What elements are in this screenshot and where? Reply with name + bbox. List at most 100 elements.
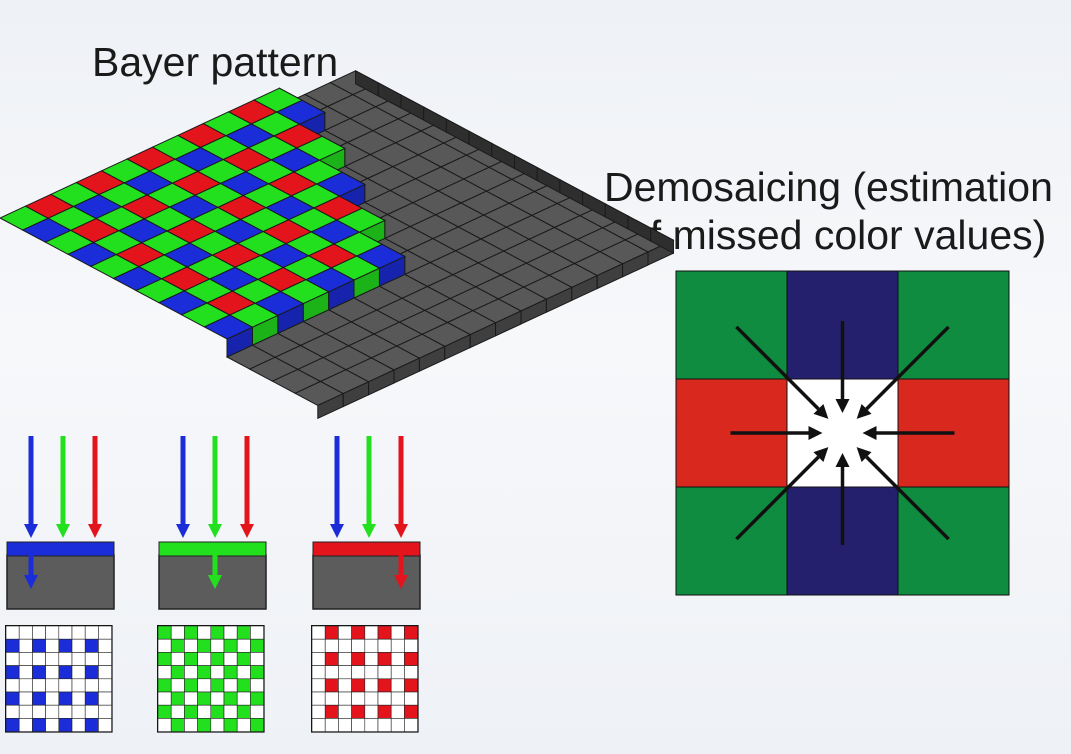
pattern-cell xyxy=(364,625,379,640)
pattern-cell xyxy=(338,718,352,732)
pattern-cell xyxy=(71,678,86,693)
pattern-cell xyxy=(157,678,172,693)
pattern-cell xyxy=(250,704,264,719)
pattern-cell xyxy=(404,625,418,640)
bayer-pattern-title: Bayer pattern xyxy=(92,39,339,85)
pattern-cell xyxy=(223,704,238,719)
photosite-block xyxy=(6,554,115,610)
blue-light-arrow xyxy=(330,436,344,538)
pattern-cell xyxy=(84,652,99,666)
pattern-cell xyxy=(377,652,392,666)
pattern-cell xyxy=(184,678,198,693)
pattern-cell xyxy=(364,691,379,706)
pattern-cell xyxy=(98,704,112,719)
pattern-cell xyxy=(71,718,86,732)
pattern-cell xyxy=(84,665,99,680)
pattern-cell xyxy=(236,625,251,640)
pattern-cell xyxy=(351,625,366,640)
pattern-cell xyxy=(45,691,60,706)
pattern-cell xyxy=(5,691,20,706)
pattern-cell xyxy=(32,704,46,719)
estimation-arrow xyxy=(730,426,823,440)
estimation-arrow xyxy=(856,447,950,541)
pattern-cell xyxy=(184,625,198,640)
pattern-cell xyxy=(45,652,60,666)
pattern-cell xyxy=(210,678,225,693)
pattern-cell xyxy=(84,625,99,640)
pattern-cell xyxy=(32,691,46,706)
sensor-base-side xyxy=(650,227,674,255)
pattern-cell xyxy=(236,718,251,732)
pattern-cell xyxy=(404,638,418,653)
blue-filter-illustration xyxy=(5,436,115,733)
pattern-cell xyxy=(210,718,225,732)
pattern-cell xyxy=(324,665,339,680)
red-light-arrow xyxy=(394,436,408,538)
pattern-cell xyxy=(324,652,339,666)
pattern-cell xyxy=(223,625,238,640)
pattern-cell xyxy=(71,704,86,719)
pattern-cell xyxy=(170,625,185,640)
pattern-cell xyxy=(170,652,185,666)
pattern-cell xyxy=(98,691,112,706)
pattern-cell xyxy=(157,718,172,732)
pattern-cell xyxy=(84,638,99,653)
pattern-cell xyxy=(223,638,238,653)
pattern-cell xyxy=(311,652,326,666)
pattern-cell xyxy=(18,718,33,732)
pattern-cell xyxy=(58,704,73,719)
pattern-cell xyxy=(311,665,326,680)
pattern-cell xyxy=(364,704,379,719)
pattern-cell xyxy=(236,678,251,693)
pattern-cell xyxy=(170,678,185,693)
pattern-cell xyxy=(18,638,33,653)
pattern-cell xyxy=(157,691,172,706)
pattern-cell xyxy=(5,652,20,666)
red-light-arrow xyxy=(240,436,254,538)
pattern-cell xyxy=(32,678,46,693)
pattern-cell xyxy=(98,718,112,732)
pattern-cell xyxy=(351,704,366,719)
pattern-cell xyxy=(236,704,251,719)
pattern-cell xyxy=(5,718,20,732)
pattern-cell xyxy=(157,704,172,719)
pattern-cell xyxy=(311,678,326,693)
pattern-cell xyxy=(390,652,405,666)
pattern-cell xyxy=(390,691,405,706)
pattern-cell xyxy=(210,638,225,653)
pattern-cell xyxy=(311,718,326,732)
pattern-cell xyxy=(170,718,185,732)
pattern-cell xyxy=(45,678,60,693)
filter-strip xyxy=(158,541,267,557)
blue-light-arrow xyxy=(176,436,190,538)
pattern-cell xyxy=(324,625,339,640)
pattern-cell xyxy=(236,691,251,706)
passing-light-arrow xyxy=(24,555,38,589)
pattern-cell xyxy=(170,665,185,680)
pattern-cell xyxy=(324,704,339,719)
pattern-cell xyxy=(184,665,198,680)
blue-light-arrow xyxy=(24,436,38,538)
pattern-cell xyxy=(390,678,405,693)
pattern-cell xyxy=(71,638,86,653)
pattern-cell xyxy=(404,652,418,666)
pattern-cell xyxy=(18,704,33,719)
pattern-cell xyxy=(351,678,366,693)
pattern-cell xyxy=(18,625,33,640)
sensor-base xyxy=(225,69,675,420)
pattern-cell xyxy=(324,678,339,693)
pattern-cell xyxy=(377,691,392,706)
pattern-cell xyxy=(170,704,185,719)
pattern-cell xyxy=(223,652,238,666)
pattern-cell xyxy=(18,665,33,680)
pattern-cell xyxy=(404,718,418,732)
pattern-cell xyxy=(184,638,198,653)
pattern-cell xyxy=(223,665,238,680)
pattern-cell xyxy=(377,625,392,640)
pattern-cell xyxy=(32,652,46,666)
pattern-cell xyxy=(377,638,392,653)
bayer-sensor-illustration xyxy=(0,69,675,420)
pattern-cell xyxy=(351,665,366,680)
pattern-cell xyxy=(338,665,352,680)
